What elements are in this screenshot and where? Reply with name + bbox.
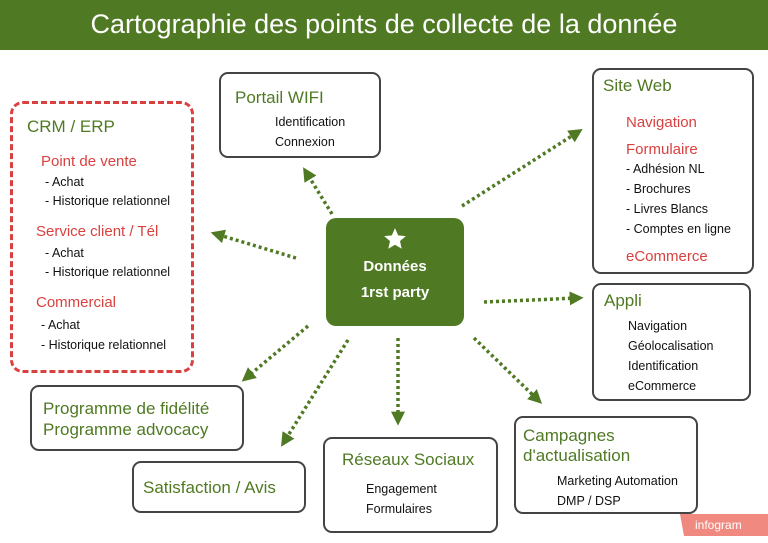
appli-title: Appli xyxy=(604,291,642,310)
crm-item: - Historique relationnel xyxy=(45,265,171,279)
appli-item: Navigation xyxy=(628,319,688,333)
crm-title: CRM / ERP xyxy=(27,117,115,136)
fidelite-box xyxy=(30,385,244,451)
satisfaction-box xyxy=(132,461,306,513)
site-navigation: Navigation xyxy=(626,114,697,131)
campagnes-title-line1: Campagnes xyxy=(523,426,615,445)
center-node: Données 1rst party xyxy=(326,218,464,326)
fidelite-line2: Programme advocacy xyxy=(43,420,209,439)
logo-text: infogram xyxy=(695,518,742,532)
crm-group-commercial: Commercial xyxy=(36,294,117,311)
site-ecommerce: eCommerce xyxy=(626,248,708,265)
campagnes-item: DMP / DSP xyxy=(557,494,621,508)
wifi-item: Connexion xyxy=(275,135,335,149)
site-item: - Brochures xyxy=(626,182,691,196)
wifi-box xyxy=(219,72,381,158)
wifi-item: Identification xyxy=(275,115,346,129)
appli-box xyxy=(592,283,751,401)
site-item: - Livres Blancs xyxy=(626,202,708,216)
crm-item: - Achat xyxy=(45,246,84,260)
campagnes-title-line2: d'actualisation xyxy=(523,446,631,465)
wifi-title: Portail WIFI xyxy=(235,88,324,107)
crm-item: - Achat xyxy=(45,175,84,189)
appli-item: Géolocalisation xyxy=(628,339,714,353)
arrow-to-campagnes xyxy=(472,336,543,404)
crm-group-point-de-vente: Point de vente xyxy=(41,153,137,170)
appli-item: Identification xyxy=(628,359,699,373)
site-formulaire: Formulaire xyxy=(626,141,698,158)
crm-erp-box xyxy=(10,101,194,373)
arrow-to-appli xyxy=(483,291,584,306)
infogram-logo: infogram xyxy=(680,514,768,536)
page-title: Cartographie des points de collecte de l… xyxy=(0,0,768,50)
center-line1: Données xyxy=(363,258,427,275)
reseaux-title: Réseaux Sociaux xyxy=(342,450,475,469)
crm-item: - Historique relationnel xyxy=(41,338,167,352)
reseaux-item: Formulaires xyxy=(366,502,432,516)
arrow-to-fidelite xyxy=(241,324,310,382)
crm-item: - Historique relationnel xyxy=(45,194,171,208)
site-title: Site Web xyxy=(603,76,672,95)
satisfaction-title: Satisfaction / Avis xyxy=(143,478,276,497)
arrow-to-crm xyxy=(210,229,297,260)
center-line2: 1rst party xyxy=(360,284,430,301)
arrow-to-satisfaction xyxy=(281,339,350,447)
crm-group-service-client: Service client / Tél xyxy=(36,223,159,240)
arrow-to-wifi xyxy=(303,167,334,215)
reseaux-box xyxy=(323,437,498,533)
campagnes-box xyxy=(514,416,698,514)
crm-item: - Achat xyxy=(41,318,80,332)
star-icon xyxy=(384,228,406,249)
site-item: - Adhésion NL xyxy=(626,162,705,176)
campagnes-item: Marketing Automation xyxy=(557,474,678,488)
site-web-box xyxy=(592,68,754,274)
arrow-to-site xyxy=(461,128,583,208)
fidelite-line1: Programme de fidélité xyxy=(43,399,210,418)
appli-item: eCommerce xyxy=(628,379,697,393)
site-item: - Comptes en ligne xyxy=(626,222,731,236)
reseaux-item: Engagement xyxy=(366,482,437,496)
